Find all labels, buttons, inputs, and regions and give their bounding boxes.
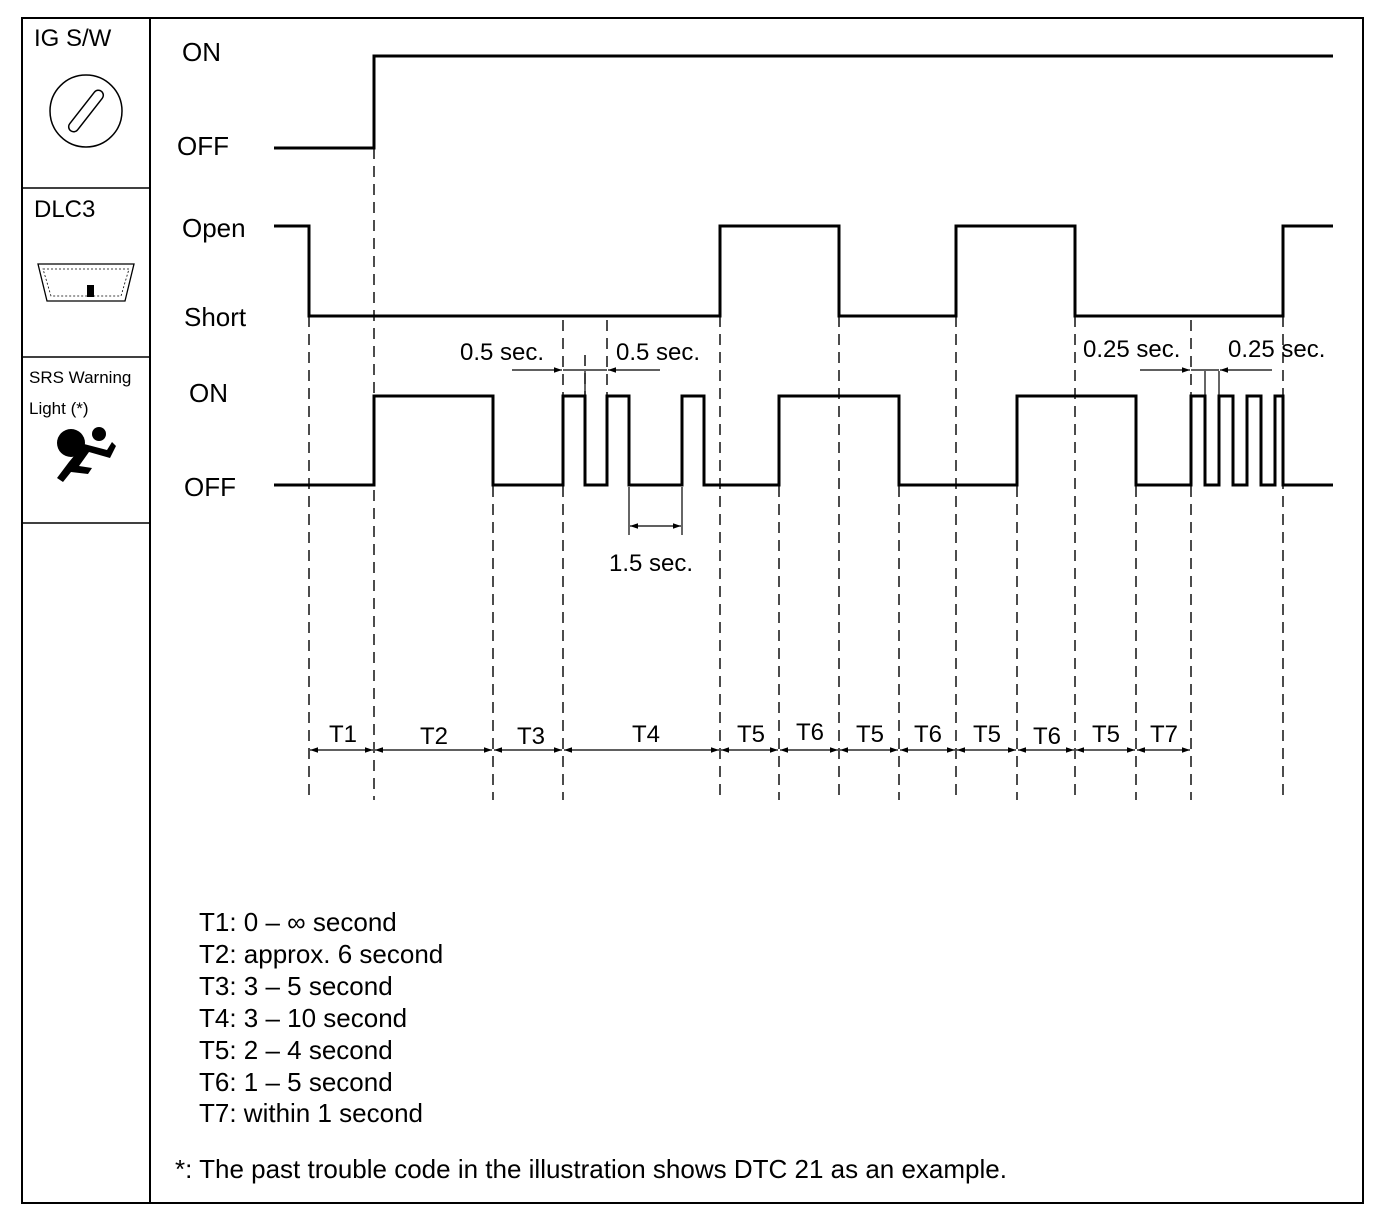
dlc3-label: DLC3 <box>34 196 95 223</box>
srs-light-waveform <box>274 394 1333 487</box>
legend-item-t5: T5: 2 – 4 second <box>199 1034 393 1065</box>
legend-item-t1: T1: 0 – ∞ second <box>199 907 397 937</box>
one-and-half-sec-label: 1.5 sec. <box>609 550 693 577</box>
legend-item-t7: T7: within 1 second <box>199 1098 424 1129</box>
ignition-key-icon <box>49 74 123 148</box>
legend-item-t6: T6: 1 – 5 second <box>199 1066 393 1097</box>
srs-warning-label: SRS Warning <box>29 368 131 387</box>
interval-label-t5: T5 <box>973 721 1001 748</box>
interval-label-t6: T6 <box>914 721 942 748</box>
ig-on-label: ON <box>182 37 221 67</box>
interval-label-t7: T7 <box>1150 721 1178 748</box>
interval-label-t5: T5 <box>737 721 765 748</box>
srs-off-label: OFF <box>184 472 236 502</box>
outer-frame <box>21 17 1364 1204</box>
srs-airbag-icon <box>57 427 116 482</box>
srs-light-label: Light (*) <box>29 399 89 418</box>
legend-item-t3: T3: 3 – 5 second <box>199 970 393 1001</box>
half-sec-left-label: 0.5 sec. <box>460 339 544 366</box>
dlc3-waveform <box>274 224 1333 318</box>
time-guides <box>308 148 1284 800</box>
interval-label-t5: T5 <box>1092 721 1120 748</box>
waveforms <box>274 54 1333 487</box>
half-sec-right-label: 0.5 sec. <box>616 339 700 366</box>
quarter-sec-right-label: 0.25 sec. <box>1228 336 1325 363</box>
legend-item-t4: T4: 3 – 10 second <box>199 1002 408 1033</box>
pulse-dimensions <box>512 367 1272 535</box>
dlc3-connector-icon <box>37 263 135 302</box>
footnote: *: The past trouble code in the illustra… <box>175 1154 1007 1184</box>
interval-label-t5: T5 <box>856 721 884 748</box>
legend-item-t2: T2: approx. 6 second <box>199 938 444 969</box>
interval-label-t4: T4 <box>632 721 660 748</box>
interval-labels: T1 T2 T3 T4 T5 T6 T5 T6 T5 T6 T5 T7 <box>329 719 1178 750</box>
interval-label-t6: T6 <box>796 719 824 746</box>
interval-label-t6: T6 <box>1033 723 1061 750</box>
ig-off-label: OFF <box>177 131 229 161</box>
interval-label-t3: T3 <box>517 723 545 750</box>
dlc-short-label: Short <box>184 302 247 332</box>
interval-label-t1: T1 <box>329 721 357 748</box>
interval-legend: T1: 0 – ∞ second T2: approx. 6 second T3… <box>199 907 443 1130</box>
interval-label-t2: T2 <box>420 723 448 750</box>
quarter-sec-left-label: 0.25 sec. <box>1083 336 1180 363</box>
ig-sw-label: IG S/W <box>34 25 112 52</box>
srs-on-label: ON <box>189 378 228 408</box>
dlc-open-label: Open <box>182 213 246 243</box>
ig-sw-waveform <box>274 54 1333 150</box>
